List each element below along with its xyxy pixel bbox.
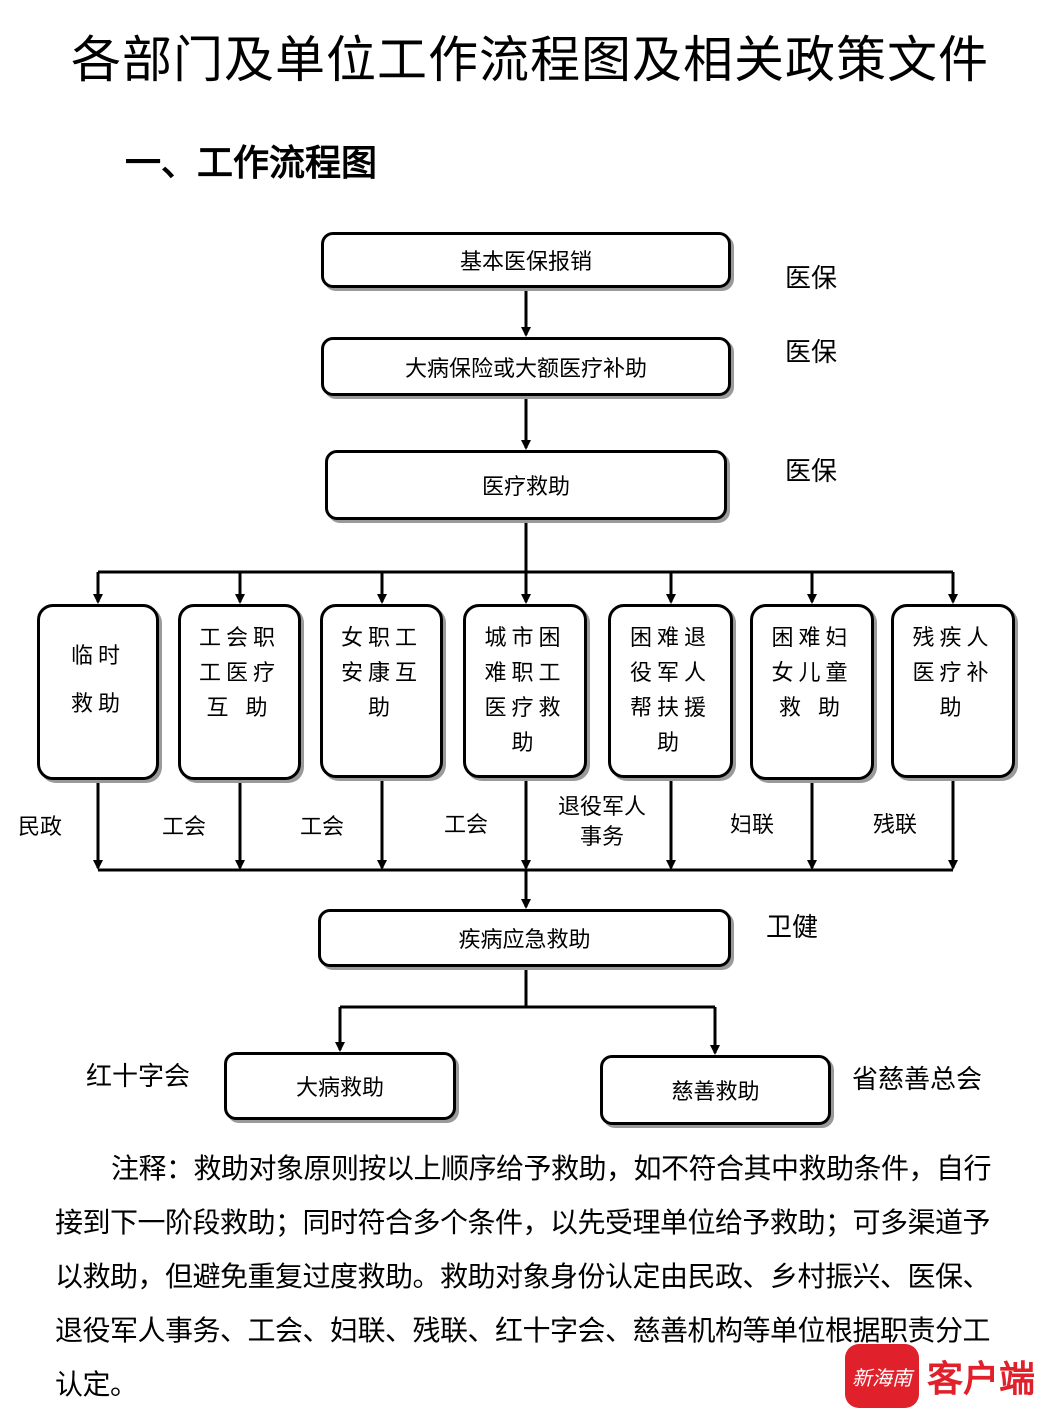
branch-urban-worker-box: 城市困 难职工 医疗救 助 — [463, 604, 587, 778]
branch-women-children-box: 困难妇 女儿童 救 助 — [750, 604, 874, 780]
branch-dept-label: 退役军人 事务 — [557, 795, 646, 850]
stage-dept-label: 医保 — [785, 264, 838, 294]
charity-aid-box: 慈善救助 — [600, 1055, 831, 1125]
emergency-aid-box: 疾病应急救助 — [318, 909, 731, 967]
page-title: 各部门及单位工作流程图及相关政策文件 — [71, 31, 989, 89]
branch-union-mutual-aid-box: 工会职 工医疗 互 助 — [178, 604, 301, 780]
charity-federation-label: 省慈善总会 — [852, 1065, 983, 1095]
red-cross-label: 红十字会 — [86, 1062, 191, 1092]
watermark-text: 客户端 — [926, 1358, 1035, 1400]
branch-disabled-box: 残疾人 医疗补 助 — [891, 604, 1015, 778]
footnote: 注释：救助对象原则按以上顺序给予救助，如不符合其中救助条件，自行接到下一阶段救助… — [55, 1152, 992, 1401]
stage-critical-illness-box: 大病保险或大额医疗补助 — [321, 337, 731, 396]
branch-temporary-aid-box: 临时 救助 — [37, 604, 159, 780]
emergency-dept-label: 卫健 — [766, 913, 819, 943]
branch-female-worker-box: 女职工 安康互 助 — [320, 604, 443, 778]
watermark-logo: 新海南 — [844, 1344, 919, 1408]
branch-dept-label: 工会 — [444, 813, 489, 838]
branch-veteran-box: 困难退 役军人 帮扶援 助 — [608, 604, 733, 778]
branch-dept-label: 工会 — [162, 815, 207, 840]
branch-dept-label: 残联 — [873, 813, 918, 838]
section-heading: 一、工作流程图 — [125, 143, 378, 184]
watermark: 新海南 客户端 — [844, 1344, 1035, 1408]
stage-dept-label: 医保 — [785, 338, 838, 368]
critical-illness-aid-box: 大病救助 — [224, 1052, 456, 1120]
branch-dept-label: 民政 — [18, 815, 63, 840]
branch-dept-label: 工会 — [300, 815, 345, 840]
stage-medical-aid-box: 医疗救助 — [325, 450, 727, 520]
stage-basic-insurance-box: 基本医保报销 — [321, 232, 731, 288]
stage-dept-label: 医保 — [785, 457, 838, 487]
branch-dept-label: 妇联 — [730, 813, 775, 838]
